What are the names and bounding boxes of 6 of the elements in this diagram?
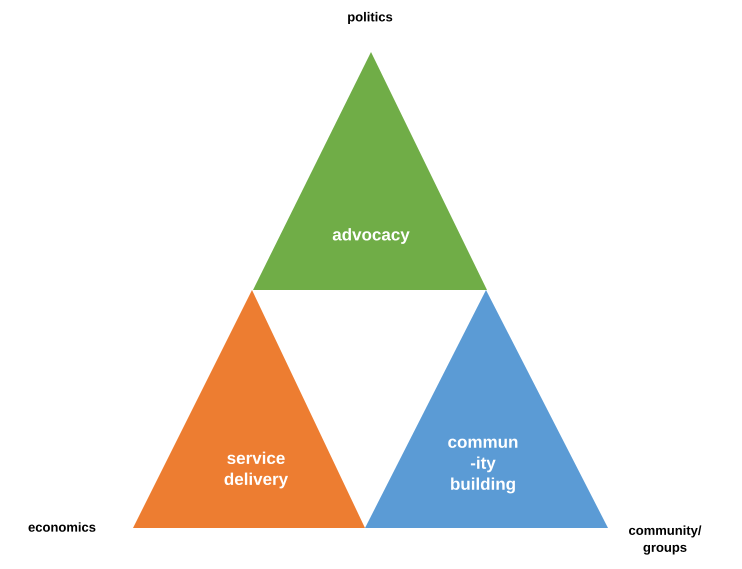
corner-label: politics bbox=[348, 12, 392, 24]
corner-label: economics bbox=[28, 522, 96, 532]
triangle: service delivery bbox=[133, 290, 365, 528]
corner-label: community/ groups bbox=[629, 525, 702, 555]
triangle: commun -ity building bbox=[365, 290, 608, 528]
triangle: advocacy bbox=[253, 52, 487, 290]
